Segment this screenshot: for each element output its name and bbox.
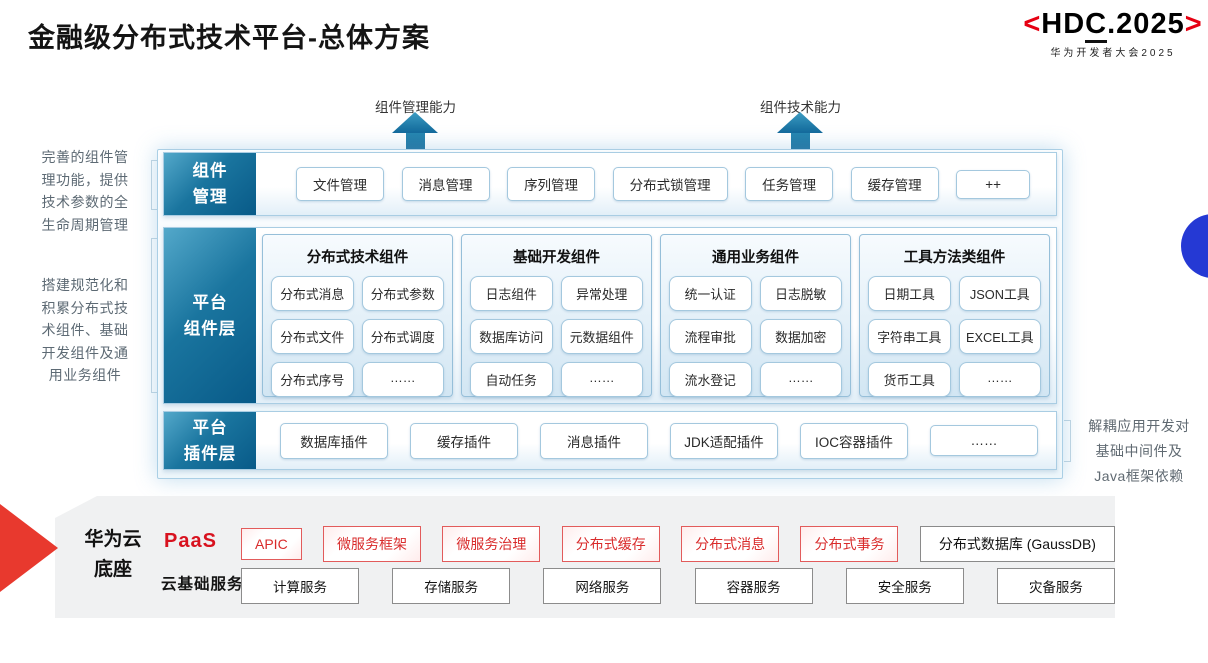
tech-capability-label: 组件技术能力 (760, 100, 841, 115)
cloud-service-item: 网络服务 (543, 568, 662, 604)
paas-label: PaaS (164, 530, 217, 552)
component-item: 自动任务 (470, 362, 553, 397)
component-item-more: …… (361, 362, 444, 397)
paas-item: APIC (241, 528, 302, 560)
logo-right-bracket: > (1184, 8, 1203, 40)
note-component-accumulation: 搭建规范化和 积累分布式技 术组件、基础 开发组件及通 用业务组件 (41, 277, 129, 383)
note-component-management: 完善的组件管 理功能，提供 技术参数的全 生命周期管理 (41, 149, 129, 233)
cloud-service-item: 安全服务 (845, 568, 964, 604)
hdc-logo: <HDC.2025> 华为开发者大会2025 (1022, 8, 1204, 59)
component-item: 日志组件 (470, 276, 553, 311)
logo-name-year: .2025 (1107, 8, 1185, 40)
blue-circle-decoration (1181, 214, 1208, 278)
component-item: 异常处理 (560, 276, 643, 311)
plugin-item: IOC容器插件 (800, 422, 908, 459)
cloud-basic-services-label: 云基础服务 (161, 576, 244, 593)
column-title: 通用业务组件 (712, 250, 799, 266)
component-item: 分布式调度 (361, 319, 444, 354)
red-wedge-icon (0, 504, 58, 592)
component-item: 字符串工具 (868, 319, 951, 354)
cloud-service-item: 计算服务 (241, 568, 359, 604)
component-management-row: 组件 管理 文件管理 消息管理 序列管理 分布式锁管理 任务管理 缓存管理 ++ (163, 152, 1057, 216)
component-item: 流程审批 (669, 319, 752, 354)
mgmt-item: 消息管理 (401, 167, 490, 201)
huawei-cloud-foundation-label: 华为云 底座 (84, 529, 142, 580)
plugin-item: JDK适配插件 (670, 422, 778, 459)
column-common-business: 通用业务组件 统一认证 日志脱敏 流程审批 数据加密 流水登记 …… (660, 234, 851, 397)
component-item: 货币工具 (868, 362, 951, 397)
platform-component-layer-label: 平台 组件层 (164, 228, 256, 403)
platform-plugin-layer-row: 平台 插件层 数据库插件 缓存插件 消息插件 JDK适配插件 IOC容器插件 …… (163, 411, 1057, 470)
column-title: 分布式技术组件 (306, 250, 409, 266)
component-item: 数据加密 (759, 319, 842, 354)
cloud-services-row: 计算服务 存储服务 网络服务 容器服务 安全服务 灾备服务 (241, 568, 1115, 604)
component-item-more: …… (560, 362, 643, 397)
cloud-service-item: 存储服务 (392, 568, 511, 604)
column-title: 工具方法类组件 (903, 250, 1006, 266)
paas-item: 分布式事务 (800, 526, 899, 562)
note-decoupling: 解耦应用开发对 基础中间件及 Java框架依赖 (1088, 418, 1190, 484)
paas-item: 微服务框架 (323, 526, 422, 562)
mgmt-item: 缓存管理 (850, 167, 939, 201)
paas-item: 分布式消息 (681, 526, 780, 562)
column-distributed-tech: 分布式技术组件 分布式消息 分布式参数 分布式文件 分布式调度 分布式序号 …… (262, 234, 453, 397)
mgmt-item-more: ++ (956, 169, 1030, 199)
right-bracket-line (1064, 420, 1071, 462)
component-item: JSON工具 (958, 276, 1041, 311)
column-basic-dev: 基础开发组件 日志组件 异常处理 数据库访问 元数据组件 自动任务 …… (461, 234, 652, 397)
left-bracket-line (151, 238, 158, 393)
paas-item: 分布式缓存 (561, 526, 660, 562)
component-item-more: …… (958, 362, 1041, 397)
paas-item-gaussdb: 分布式数据库 (GaussDB) (919, 526, 1115, 562)
plugin-item: 消息插件 (540, 422, 648, 459)
component-item: EXCEL工具 (958, 319, 1041, 354)
mgmt-capability-label: 组件管理能力 (375, 100, 456, 115)
component-item: 日期工具 (868, 276, 951, 311)
paas-services-row: APIC 微服务框架 微服务治理 分布式缓存 分布式消息 分布式事务 分布式数据… (241, 526, 1115, 562)
logo-name: HD (1041, 8, 1086, 40)
component-item: 分布式参数 (361, 276, 444, 311)
component-item: 流水登记 (669, 362, 752, 397)
mgmt-item: 文件管理 (296, 167, 384, 201)
component-item: 数据库访问 (470, 319, 553, 354)
cloud-service-item: 灾备服务 (996, 568, 1115, 604)
column-title: 基础开发组件 (513, 250, 600, 266)
component-item: 日志脱敏 (759, 276, 842, 311)
column-tool-methods: 工具方法类组件 日期工具 JSON工具 字符串工具 EXCEL工具 货币工具 …… (859, 234, 1050, 397)
component-item: 统一认证 (669, 276, 752, 311)
left-bracket-line (151, 160, 158, 210)
mgmt-item: 分布式锁管理 (612, 167, 728, 201)
cloud-service-item: 容器服务 (694, 568, 813, 604)
component-item: 分布式消息 (271, 276, 354, 311)
paas-item: 微服务治理 (442, 526, 541, 562)
hdc-logo-text: <HDC.2025> (1022, 8, 1204, 43)
hdc-logo-subtitle: 华为开发者大会2025 (1050, 48, 1176, 59)
mgmt-item: 序列管理 (507, 167, 596, 201)
platform-plugin-layer-label: 平台 插件层 (164, 412, 256, 469)
component-item-more: …… (759, 362, 842, 397)
plugin-item: 数据库插件 (280, 422, 388, 459)
logo-left-bracket: < (1023, 8, 1042, 40)
plugin-item: 缓存插件 (410, 422, 518, 459)
page-title: 金融级分布式技术平台-总体方案 (28, 23, 430, 53)
platform-component-layer-row: 平台 组件层 分布式技术组件 分布式消息 分布式参数 分布式文件 分布式调度 分… (163, 227, 1057, 404)
component-item: 元数据组件 (560, 319, 643, 354)
plugin-item-more: …… (930, 425, 1038, 456)
component-management-label: 组件 管理 (164, 153, 256, 215)
component-item: 分布式序号 (271, 362, 354, 397)
mgmt-item: 任务管理 (745, 167, 834, 201)
logo-name-c: C (1085, 8, 1108, 43)
component-item: 分布式文件 (271, 319, 354, 354)
